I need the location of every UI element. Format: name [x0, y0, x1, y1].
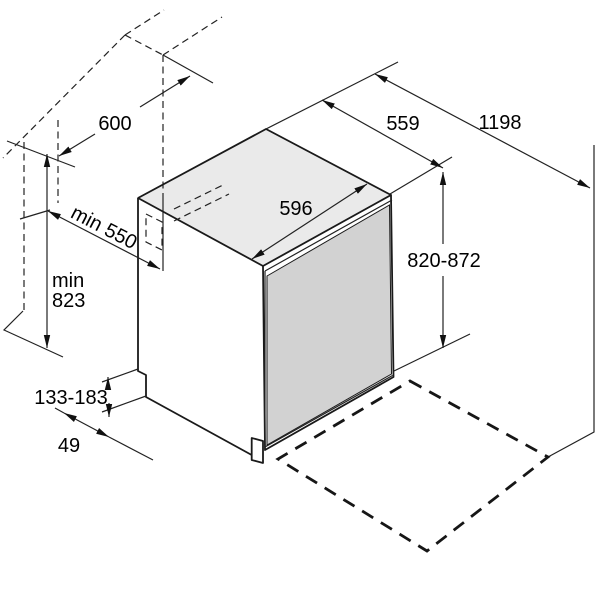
top-front-left-edge — [137, 197, 264, 267]
left-side-outline — [137, 198, 253, 456]
dim-width-line — [251, 183, 368, 260]
niche-construction-lines — [2, 9, 223, 358]
ext-door-open-front — [547, 145, 595, 458]
niche-edge-45deg-dashed — [2, 34, 126, 159]
worktop-front-edge — [162, 54, 214, 84]
dim-niche-width-line-a — [58, 133, 96, 157]
dimension-lines — [43, 73, 591, 438]
front-foot — [250, 437, 264, 464]
niche-top-edge-dashed — [124, 34, 164, 56]
dim-depth-open-line — [374, 73, 591, 189]
dim-plinth-depth-line — [63, 412, 110, 438]
dim-depth-line — [321, 99, 444, 169]
top-hidden-detail-lines — [173, 184, 230, 222]
dim-depth-label: 559 — [386, 113, 419, 135]
ext-front-bottom — [393, 333, 471, 372]
niche-back-up-dashed — [124, 9, 165, 36]
side-hidden-detail-rect — [145, 213, 163, 251]
niche-top-right-dashed — [162, 16, 223, 56]
dim-min-depth-line — [47, 210, 161, 270]
dim-height-label: 820-872 — [407, 250, 480, 272]
door-swing-floor-outline — [275, 379, 551, 553]
dim-plinth-depth-label: 49 — [58, 435, 80, 457]
dim-niche-width-label: 600 — [98, 113, 131, 135]
dim-plinth-height-label: 133-183 — [34, 387, 107, 409]
ext-back-top — [265, 61, 399, 130]
dim-min-height-label-line1: min — [52, 270, 84, 292]
dim-width-label: 596 — [279, 198, 312, 220]
ext-plinth-depth — [54, 407, 154, 461]
dim-min-height-label-line2: 823 — [52, 290, 85, 312]
dim-depth-open-label: 1198 — [478, 112, 521, 134]
dim-min-depth-label: min 550 — [67, 202, 140, 254]
niche-floor-edge — [2, 310, 64, 358]
worktop-underside-edge — [6, 140, 76, 168]
dim-niche-width-line-b — [139, 75, 191, 108]
